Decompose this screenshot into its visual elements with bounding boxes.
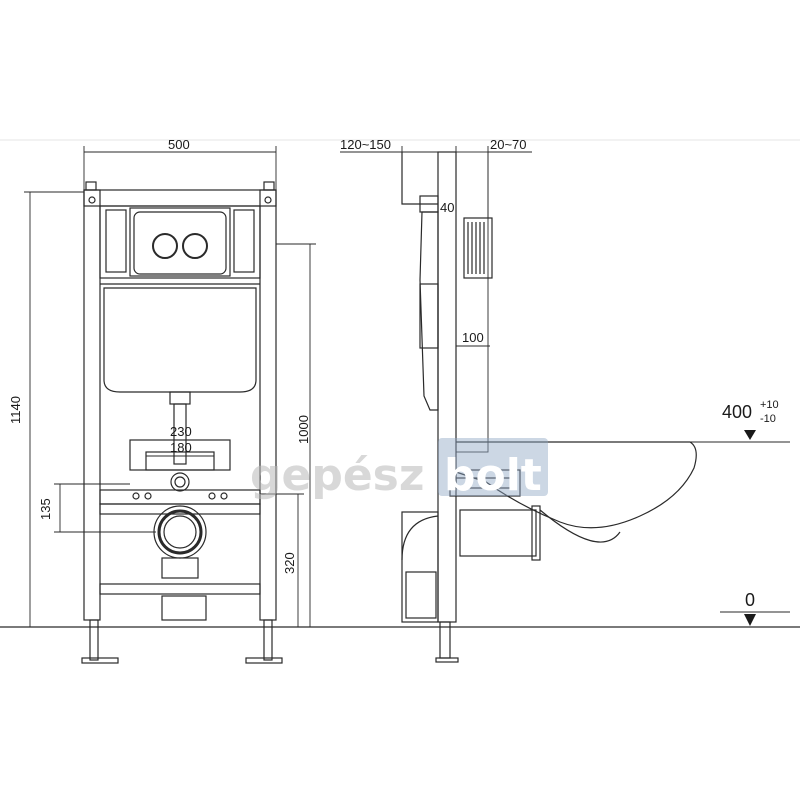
seat-height-arrow (744, 430, 756, 440)
svg-text:bolt: bolt (444, 450, 542, 501)
svg-text:gepész: gepész (250, 450, 424, 501)
seat-tolerance-minus: -10 (760, 413, 776, 425)
gap-135-label: 135 (38, 498, 53, 520)
side-view (401, 151, 541, 663)
wall-20-70-label: 20~70 (490, 137, 527, 152)
front-view-frame (81, 181, 283, 664)
height-1140-label: 1140 (8, 396, 23, 424)
floor-level-arrow (744, 614, 756, 626)
height-320-label: 320 (282, 552, 297, 574)
width-500-label: 500 (168, 137, 190, 152)
toilet-bowl-outline (455, 441, 697, 529)
floor-level-0-label: 0 (745, 590, 755, 610)
offset-40-label: 40 (440, 200, 454, 215)
span-230-label: 230 (170, 424, 192, 439)
span-180-label: 180 (170, 440, 192, 455)
seat-tolerance-plus: +10 (760, 399, 779, 411)
depth-120-150-label: 120~150 (340, 137, 391, 152)
seat-height-400-label: 400 (722, 402, 752, 422)
pipe-100-label: 100 (462, 330, 484, 345)
watermark-logo: gepész bolt (250, 438, 548, 501)
toilet-bowl-lower (539, 509, 621, 543)
side-dimensions (340, 146, 790, 613)
front-dimensions (24, 146, 316, 627)
height-1000-label: 1000 (296, 415, 311, 444)
